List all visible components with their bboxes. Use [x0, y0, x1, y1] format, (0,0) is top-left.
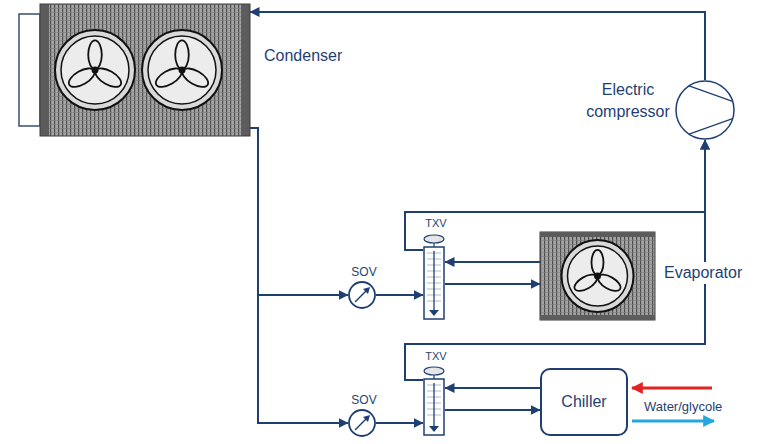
txv-shape: [423, 234, 445, 320]
pipe-connector: [445, 387, 540, 389]
condenser-shape: [18, 4, 250, 136]
pipe-connector: [445, 261, 540, 263]
evaporator: Evaporator: [540, 232, 655, 320]
shutoff-valve: SOV: [348, 281, 376, 309]
pipe-connector: [405, 140, 705, 250]
chiller-box: Chiller: [540, 368, 628, 436]
node-label: Condenser: [262, 45, 344, 67]
sov-shape: [348, 409, 376, 437]
pipe-connector: [250, 12, 705, 80]
text-holder: Chiller: [540, 368, 628, 436]
pipe-connector: [445, 283, 540, 285]
evaporator-shape: [540, 232, 655, 320]
pipe-connector: [250, 128, 348, 423]
sov-shape: [348, 281, 376, 309]
node-label: Electric compressor: [581, 79, 675, 122]
pipe-connector: [250, 128, 348, 295]
water-outlet-arrow: [632, 420, 714, 423]
water-inlet-arrow: [632, 387, 712, 390]
compressor-symbol: Electric compressor: [675, 80, 735, 140]
pipe-connector: [376, 422, 423, 424]
condenser: Condenser: [18, 4, 250, 136]
fluid-label: Water/glycole: [642, 398, 724, 416]
node-label: Chiller: [561, 393, 606, 411]
node-label: Evaporator: [662, 262, 744, 284]
node-label: TXV: [412, 349, 460, 364]
shutoff-valve: SOV: [348, 409, 376, 437]
node-label: SOV: [340, 264, 388, 280]
pipe-connector: [445, 409, 540, 411]
compressor-shape: [675, 80, 735, 140]
node-label: TXV: [412, 216, 460, 231]
node-label: SOV: [340, 392, 388, 408]
expansion-valve: TXV: [423, 366, 445, 436]
pipe-connector: [376, 294, 423, 296]
expansion-valve: TXV: [423, 234, 445, 320]
pipe-connector: [405, 140, 705, 380]
txv-shape: [423, 366, 445, 436]
